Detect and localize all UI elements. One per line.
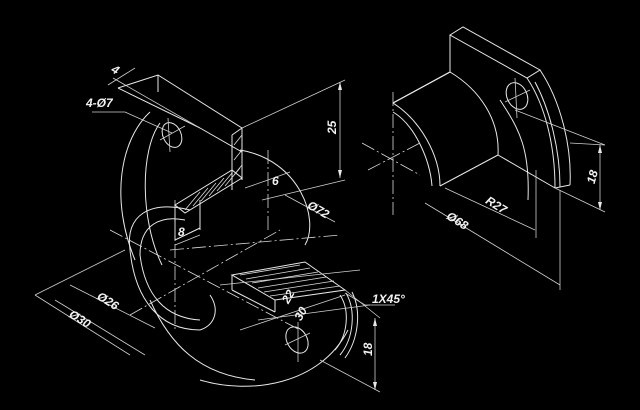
right-part xyxy=(361,26,606,290)
section-hatch-base xyxy=(239,264,341,297)
flange-hole xyxy=(161,122,183,148)
dim-chamfer: 1X45° xyxy=(372,292,405,306)
dim-rib-8: 8 xyxy=(178,225,185,239)
dim-thickness: 4 xyxy=(108,61,122,77)
dim-height-25: 25 xyxy=(325,120,339,135)
dim-width-30: 30 xyxy=(291,304,310,323)
dim-right-height: 18 xyxy=(584,168,601,185)
dim-slot-6: 6 xyxy=(272,174,279,188)
dim-radius: R27 xyxy=(483,193,510,217)
dim-dia-68: Ø68 xyxy=(444,209,471,233)
dim-holes: 4-Ø7 xyxy=(85,96,114,110)
dim-base-height: 18 xyxy=(361,342,375,356)
dim-bore-dia: Ø30 xyxy=(67,307,94,331)
left-part xyxy=(34,67,395,393)
section-hatch-web xyxy=(184,134,243,211)
dim-width-22: 22 xyxy=(278,287,297,307)
